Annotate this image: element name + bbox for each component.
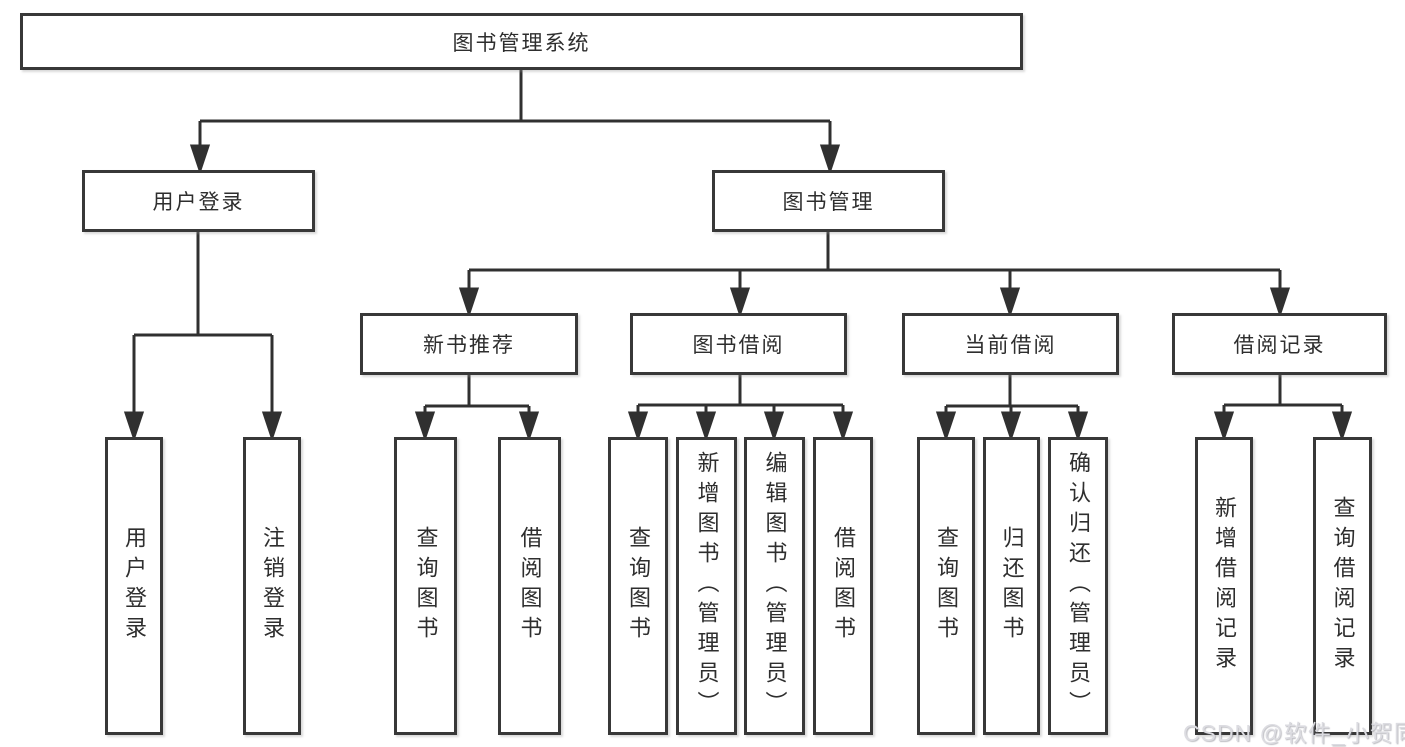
leaf-logout: 注销登录 — [243, 437, 301, 735]
leaf-label: 借阅图书 — [517, 526, 543, 646]
node-book-borrowing: 图书借阅 — [630, 313, 847, 375]
connector-current-borrowing — [935, 375, 1089, 442]
node-current-borrowing: 当前借阅 — [902, 313, 1119, 375]
connector-new-book-recommendation — [414, 375, 540, 442]
node-book-management: 图书管理 — [712, 170, 945, 232]
connector-book-borrowing — [627, 375, 854, 442]
leaf-label: 确认归还（管理员） — [1066, 451, 1091, 721]
leaf-add-borrow-record: 新增借阅记录 — [1195, 437, 1253, 735]
leaf-add-books-admin: 新增图书（管理员） — [676, 437, 737, 735]
leaf-label: 查询图书 — [934, 526, 959, 646]
connector-book-management — [458, 232, 1291, 318]
leaf-label: 借阅图书 — [831, 526, 856, 646]
node-label: 图书管理 — [782, 191, 875, 214]
node-label: 当前借阅 — [964, 334, 1057, 357]
leaf-label: 查询借阅记录 — [1330, 496, 1356, 676]
node-book-management-system: 图书管理系统 — [20, 13, 1023, 70]
node-label: 借阅记录 — [1233, 334, 1326, 357]
node-new-book-recommendation: 新书推荐 — [360, 313, 578, 375]
leaf-query-books-borrowing: 查询图书 — [608, 437, 668, 735]
leaf-label: 查询图书 — [413, 526, 439, 646]
connector-user-login — [123, 232, 283, 442]
connector-borrowing-records — [1213, 375, 1353, 442]
node-borrowing-records: 借阅记录 — [1172, 313, 1387, 375]
leaf-query-borrow-record: 查询借阅记录 — [1313, 437, 1372, 735]
leaf-user-login: 用户登录 — [105, 437, 163, 735]
leaf-label: 注销登录 — [260, 526, 285, 646]
node-label: 图书管理系统 — [452, 31, 591, 55]
leaf-query-books-recommendation: 查询图书 — [394, 437, 457, 735]
node-label: 图书借阅 — [692, 334, 785, 357]
leaf-query-books-current: 查询图书 — [917, 437, 975, 735]
leaf-borrow-books-recommendation: 借阅图书 — [498, 437, 561, 735]
node-label: 新书推荐 — [423, 334, 515, 357]
node-user-login: 用户登录 — [82, 170, 315, 232]
leaf-confirm-return-admin: 确认归还（管理员） — [1048, 437, 1108, 735]
leaf-return-books: 归还图书 — [983, 437, 1040, 735]
csdn-watermark: CSDN @软件_小贺同学 — [1183, 720, 1405, 746]
leaf-label: 用户登录 — [122, 526, 147, 646]
leaf-borrow-books-borrowing: 借阅图书 — [813, 437, 873, 735]
leaf-label: 归还图书 — [999, 526, 1025, 646]
leaf-edit-books-admin: 编辑图书（管理员） — [744, 437, 805, 735]
leaf-label: 编辑图书（管理员） — [762, 451, 788, 721]
leaf-label: 新增图书（管理员） — [694, 451, 720, 721]
leaf-label: 新增借阅记录 — [1212, 496, 1237, 676]
connector-root — [189, 70, 841, 175]
node-label: 用户登录 — [152, 191, 245, 214]
leaf-label: 查询图书 — [626, 526, 651, 646]
